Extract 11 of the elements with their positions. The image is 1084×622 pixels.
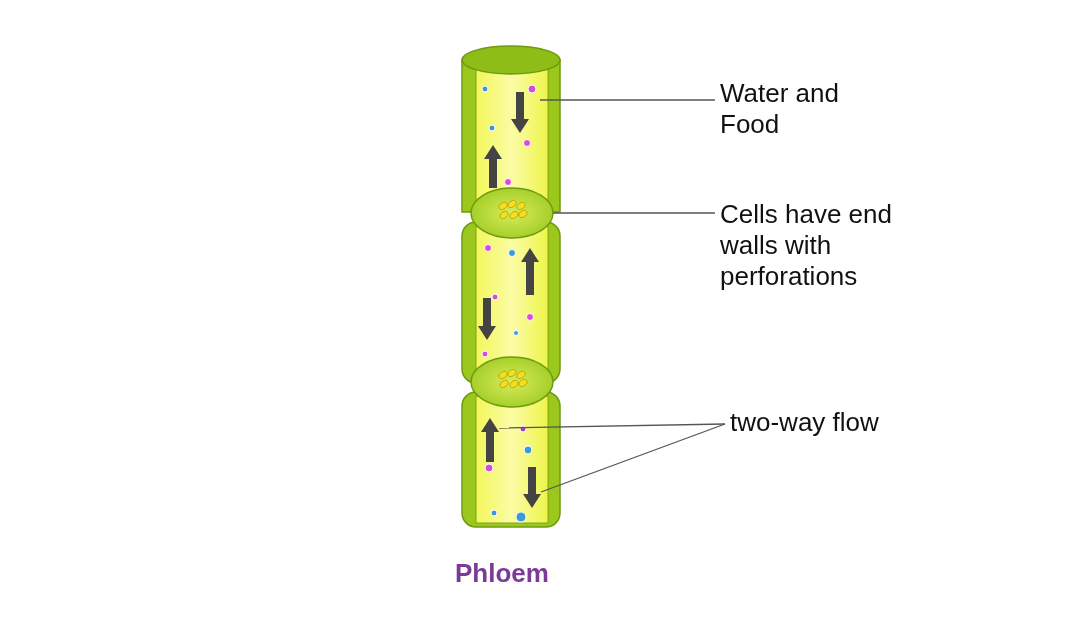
caption: Phloem [455, 558, 549, 589]
label-text: Cells have end walls with perforations [720, 199, 935, 292]
label-text: two-way flow [730, 407, 930, 438]
leader-line [552, 212, 716, 214]
flow-arrow-icon [481, 418, 499, 462]
label-text: Water and Food [720, 78, 890, 140]
leader-line [539, 99, 716, 101]
flow-arrow-icon [523, 467, 541, 508]
leader-line [540, 423, 726, 493]
leader-line [498, 423, 726, 429]
sieve-plate-drawing [470, 187, 554, 239]
